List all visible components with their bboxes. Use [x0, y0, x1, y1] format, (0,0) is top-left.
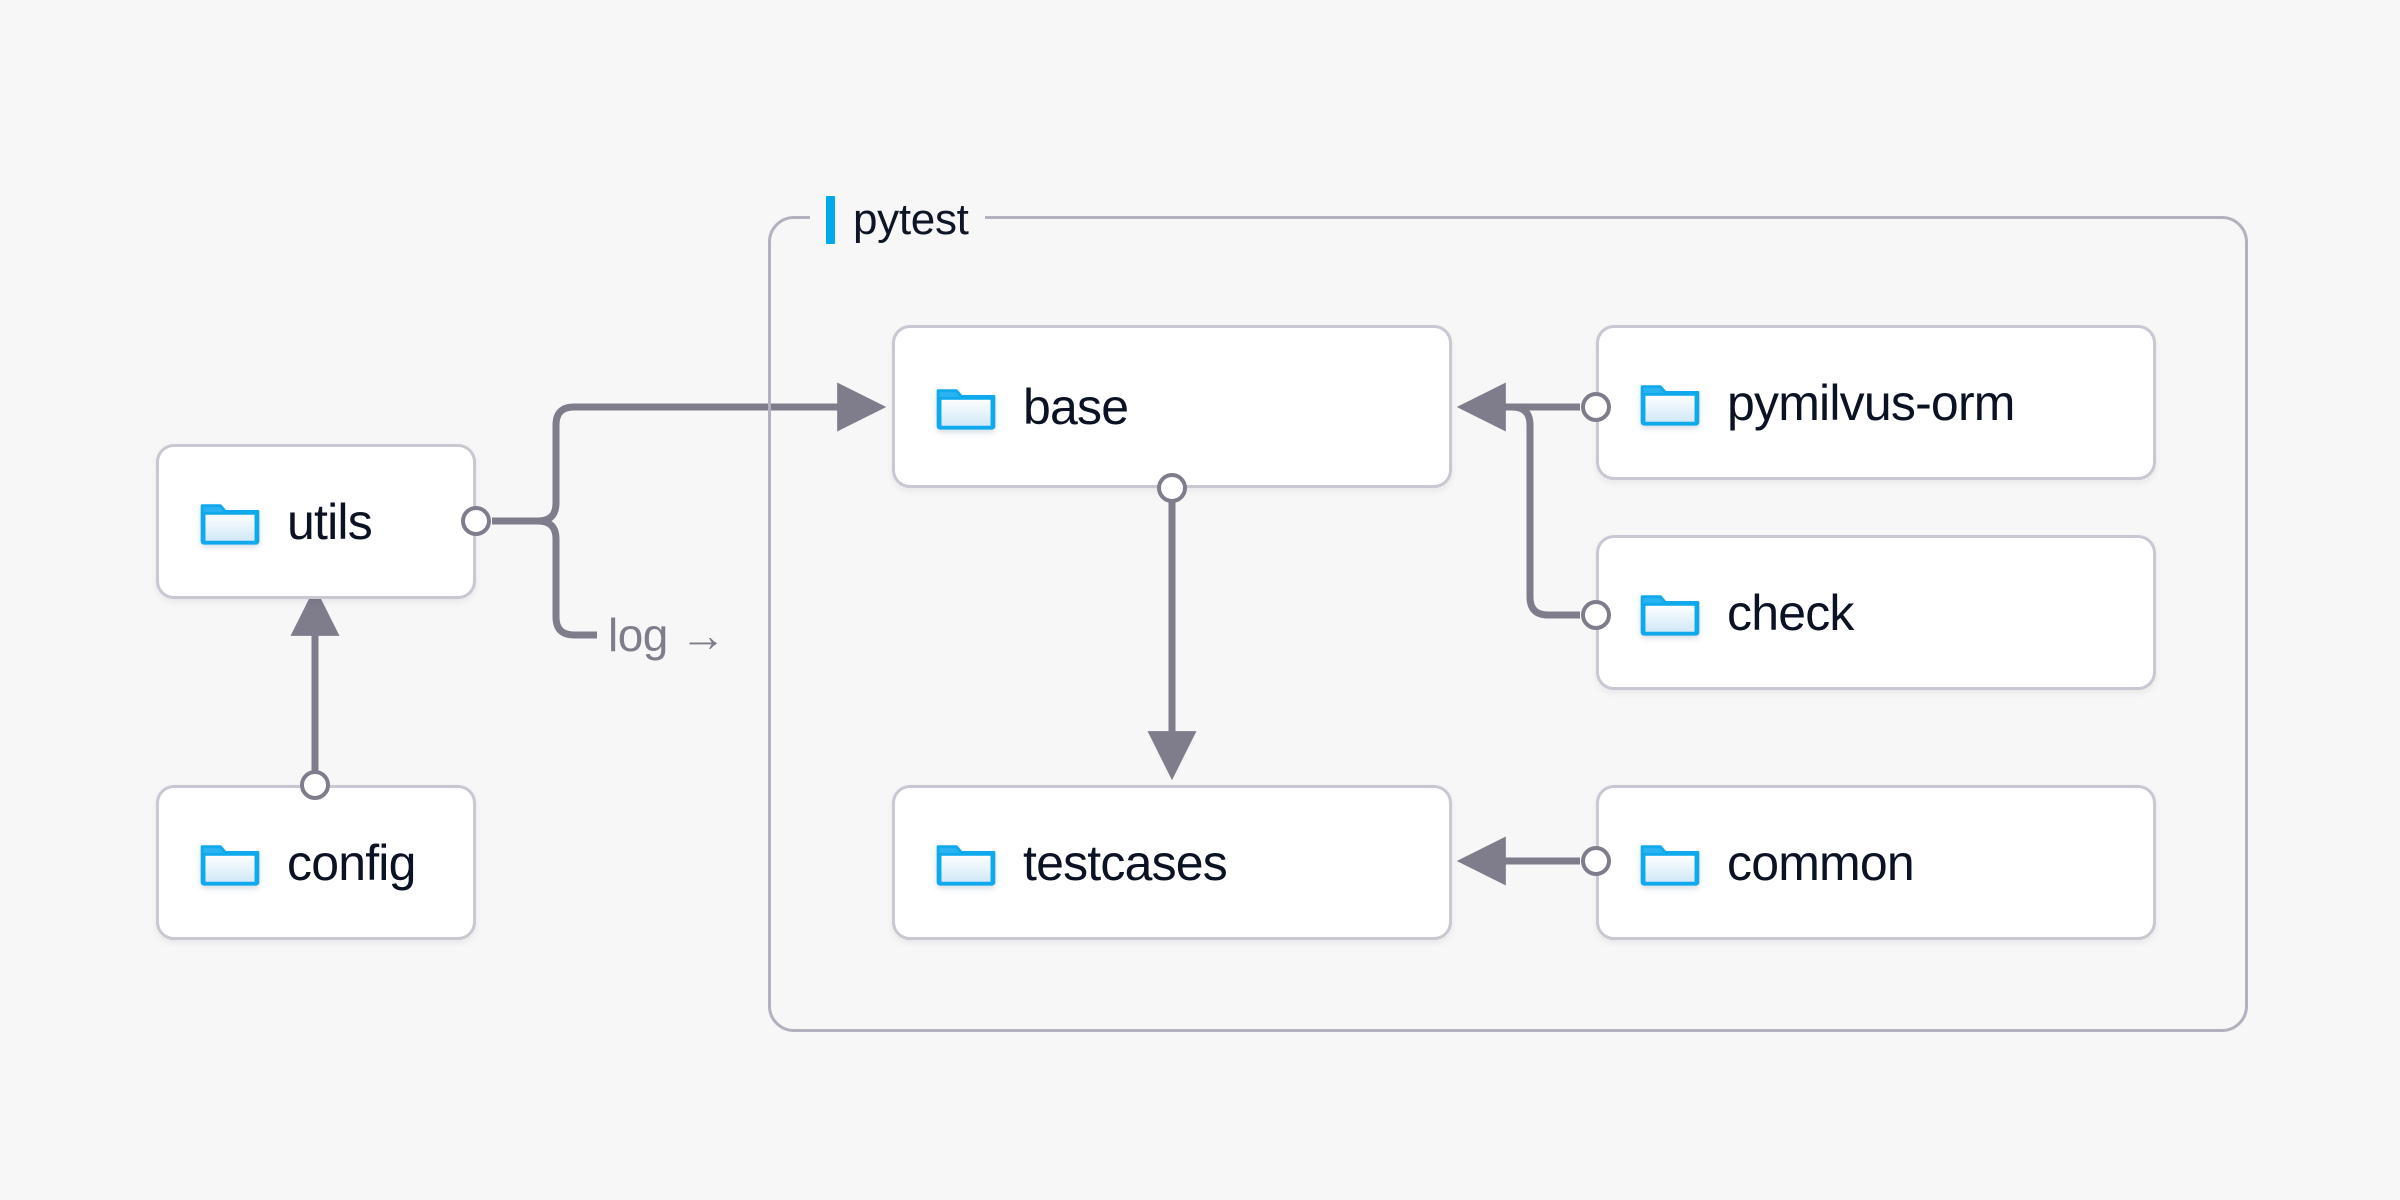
port-utils-right[interactable]	[461, 506, 491, 536]
node-common-label: common	[1727, 834, 1915, 891]
node-base-label: base	[1023, 378, 1129, 435]
node-utils-content: utils	[159, 493, 373, 550]
port-check-left[interactable]	[1581, 600, 1611, 630]
node-pymilvus-orm-label: pymilvus-orm	[1727, 374, 2015, 431]
folder-icon	[200, 503, 260, 545]
node-utils-label: utils	[287, 493, 373, 550]
node-check[interactable]: check	[1596, 535, 2156, 690]
group-accent-bar	[826, 196, 835, 244]
port-pymilvus-orm-left[interactable]	[1581, 392, 1611, 422]
folder-icon	[936, 844, 996, 886]
port-base-bottom[interactable]	[1157, 473, 1187, 503]
node-check-label: check	[1727, 584, 1854, 641]
node-config-content: config	[159, 838, 416, 888]
node-check-content: check	[1599, 588, 1854, 638]
node-config[interactable]: config	[156, 785, 476, 940]
group-pytest[interactable]	[768, 216, 2248, 1032]
node-base-content: base	[895, 378, 1129, 435]
group-title: pytest	[853, 195, 969, 244]
group-pytest-label: pytest	[810, 192, 985, 248]
node-testcases-label: testcases	[1023, 834, 1228, 891]
node-utils[interactable]: utils	[156, 444, 476, 599]
folder-icon	[936, 388, 996, 430]
port-config-top[interactable]	[300, 770, 330, 800]
node-common[interactable]: common	[1596, 785, 2156, 940]
node-pymilvus-orm[interactable]: pymilvus-orm	[1596, 325, 2156, 480]
folder-icon	[200, 844, 260, 886]
arrow-right-icon: →	[680, 609, 726, 661]
edge-utils-log	[537, 517, 597, 639]
node-config-label: config	[287, 834, 416, 891]
node-base[interactable]: base	[892, 325, 1452, 488]
port-common-left[interactable]	[1581, 846, 1611, 876]
edge-label-log: log →	[608, 612, 726, 658]
node-testcases-content: testcases	[895, 834, 1228, 891]
node-common-content: common	[1599, 834, 1915, 891]
folder-icon	[1640, 384, 1700, 426]
folder-icon	[1640, 594, 1700, 636]
node-pymilvus-orm-content: pymilvus-orm	[1599, 378, 2015, 428]
edge-label-log-text: log	[608, 609, 668, 661]
folder-icon	[1640, 844, 1700, 886]
node-testcases[interactable]: testcases	[892, 785, 1452, 940]
